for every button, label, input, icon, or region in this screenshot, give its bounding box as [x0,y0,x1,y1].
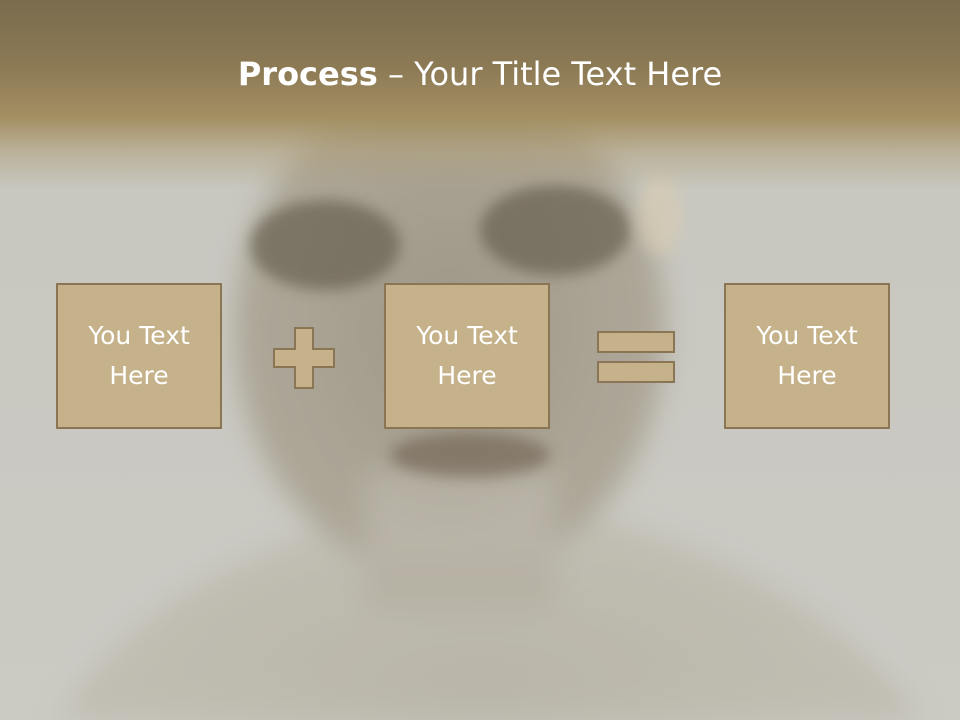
text-box-1: You Text Here [56,283,222,429]
text-box-3-label: You Text Here [756,321,858,390]
title-rest: Your Title Text Here [414,55,723,93]
text-box-2-label: You Text Here [416,321,518,390]
text-box-2: You Text Here [384,283,550,429]
title-separator: – [377,55,415,93]
equals-icon [597,331,675,383]
text-box-3: You Text Here [724,283,890,429]
plus-icon [273,327,335,389]
slide-title: Process – Your Title Text Here [0,52,960,96]
title-band [0,0,960,190]
text-box-1-label: You Text Here [88,321,190,390]
title-strong: Process [237,55,378,93]
